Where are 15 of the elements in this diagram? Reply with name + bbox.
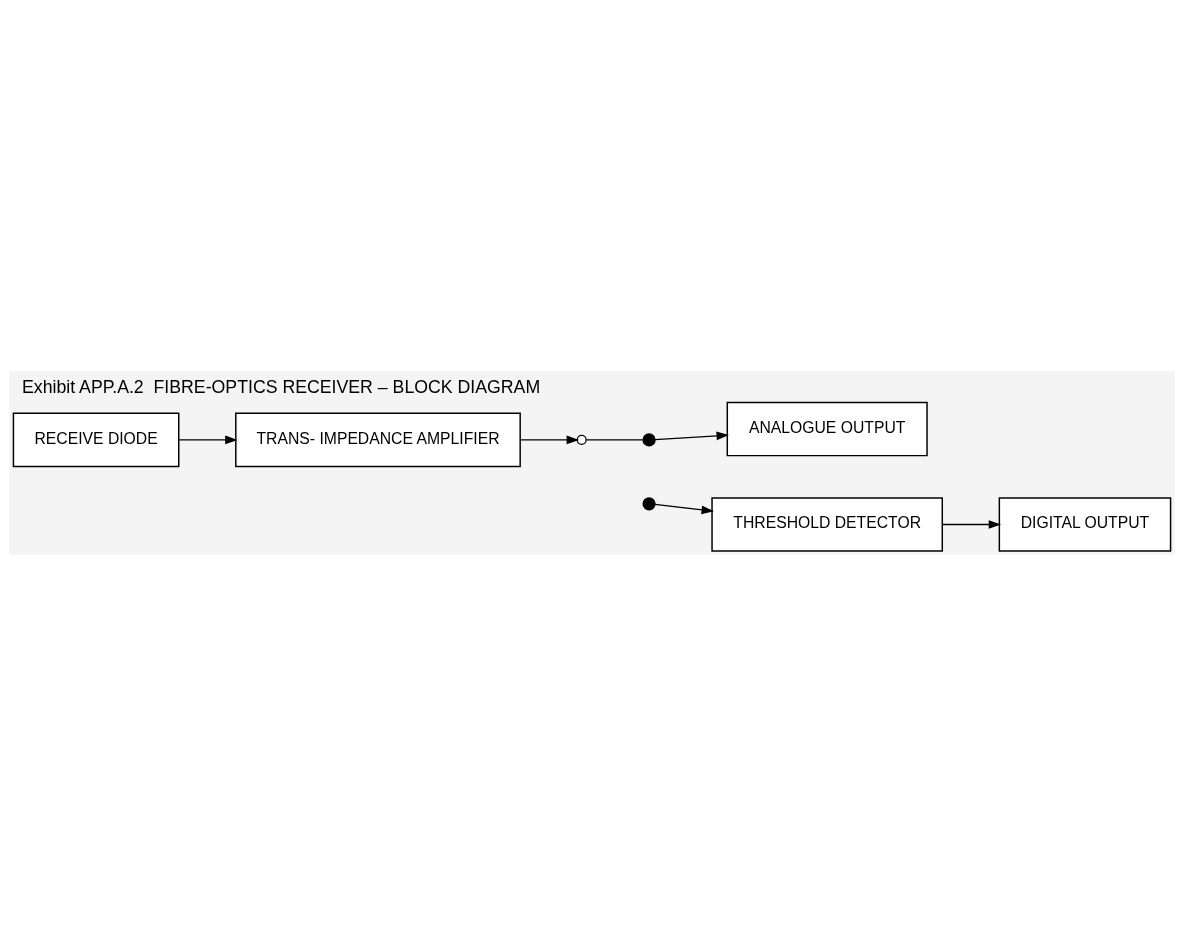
arrow — [519, 435, 579, 445]
arrow — [654, 431, 729, 441]
node-dot — [642, 497, 656, 511]
node-box: TRANS- IMPEDANCE AMPLIFIER — [235, 412, 521, 468]
node-box: THRESHOLD DETECTOR — [711, 497, 944, 552]
node-box: ANALOGUE OUTPUT — [726, 401, 928, 457]
arrow — [654, 503, 714, 515]
node-box: DIGITAL OUTPUT — [998, 497, 1172, 552]
node-circle — [576, 434, 587, 445]
arrow — [178, 435, 238, 445]
connector — [585, 439, 644, 441]
node-box: RECEIVE DIODE — [12, 412, 180, 468]
arrow — [941, 520, 1002, 529]
node-dot — [642, 433, 656, 447]
diagram-title: Exhibit APP.A.2 FIBRE-OPTICS RECEIVER – BLOCK DIAGRAM — [22, 377, 541, 398]
